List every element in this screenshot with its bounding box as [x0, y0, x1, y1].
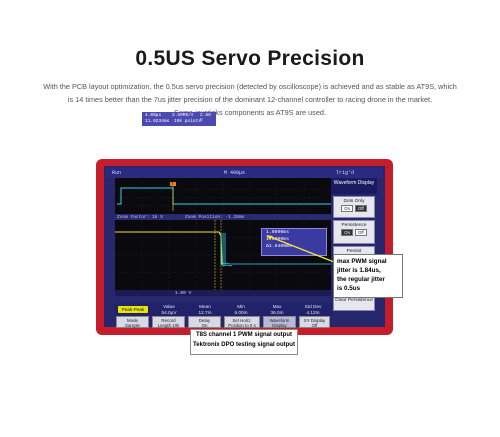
caption-line: Tektronix DPO testing signal output — [193, 342, 295, 348]
channel-row: 1.00 V — [115, 290, 331, 296]
description-line: With the PCB layout optimization, the 0.… — [43, 82, 457, 91]
zoom-value: 2.88 V — [200, 113, 211, 123]
timebase: M 400μs — [224, 170, 246, 176]
svg-text:T: T — [171, 182, 174, 186]
overview-waveform: T — [115, 182, 331, 213]
clear-persistence-label: Clear Persistence — [335, 298, 373, 303]
persist-label: Persist — [346, 249, 362, 254]
cursor-readout: 1.0800ms 1.0800ms Δ1.8400ms — [261, 228, 327, 256]
set-horiz-position-button[interactable]: Set Horiz.Position to 0 s — [224, 316, 260, 328]
persistence-on-toggle[interactable]: On — [341, 229, 354, 236]
page-title: 0.5US Servo Precision — [135, 47, 365, 70]
zoom-factor: Zoom Factor: 1k X — [117, 214, 163, 220]
zoom-offset: 11.0234ms — [145, 119, 170, 124]
trigger-marker — [170, 182, 176, 186]
run-status: Run — [112, 170, 122, 176]
dots-off-toggle[interactable]: Off — [355, 205, 367, 212]
persistence-label: Persistence — [341, 223, 367, 228]
zoom-bar: Zoom Factor: 1k X Zoom Position: -1.26ms — [115, 214, 331, 220]
description-line: Same joysticks components as AT9S are us… — [174, 108, 326, 117]
record-points: 10k points — [174, 119, 202, 124]
persistence-off-toggle[interactable]: Off — [355, 229, 367, 236]
dots-on-toggle[interactable]: On — [341, 205, 354, 212]
caption-box: T8S channel 1 PWM signal output Tektroni… — [190, 329, 298, 355]
trigger-status: Trig'd — [336, 170, 355, 176]
description: With the PCB layout optimization, the 0.… — [12, 80, 488, 119]
cursor-line: 1.0800ms — [266, 230, 290, 235]
status-bar: Run M 400μs Trig'd — [106, 168, 383, 178]
zoom-time: 4.00μs — [145, 113, 162, 118]
side-menu-title: Waveform Display — [331, 178, 377, 194]
caption-line: T8S channel 1 PWM signal output — [195, 332, 292, 338]
sample-rate: 2.50MS/s — [172, 113, 194, 118]
cursor-delta: Δ1.8400ms — [266, 244, 292, 249]
description-line: is 14 times better than the 7us jitter p… — [67, 95, 433, 104]
zoom-position: Zoom Position: -1.26ms — [185, 214, 245, 220]
channel-scale: 1.00 V — [175, 290, 192, 296]
jitter-callout: max PWM signal jitter is 1.84us, the reg… — [333, 254, 403, 298]
measurement-badge[interactable]: Peak-Peak — [118, 306, 148, 313]
dots-only-label: Dots Only — [343, 199, 365, 204]
zoom-info-panel: 4.00μs 2.50MS/s 2.88 V 11.0234ms 10k poi… — [142, 112, 216, 126]
